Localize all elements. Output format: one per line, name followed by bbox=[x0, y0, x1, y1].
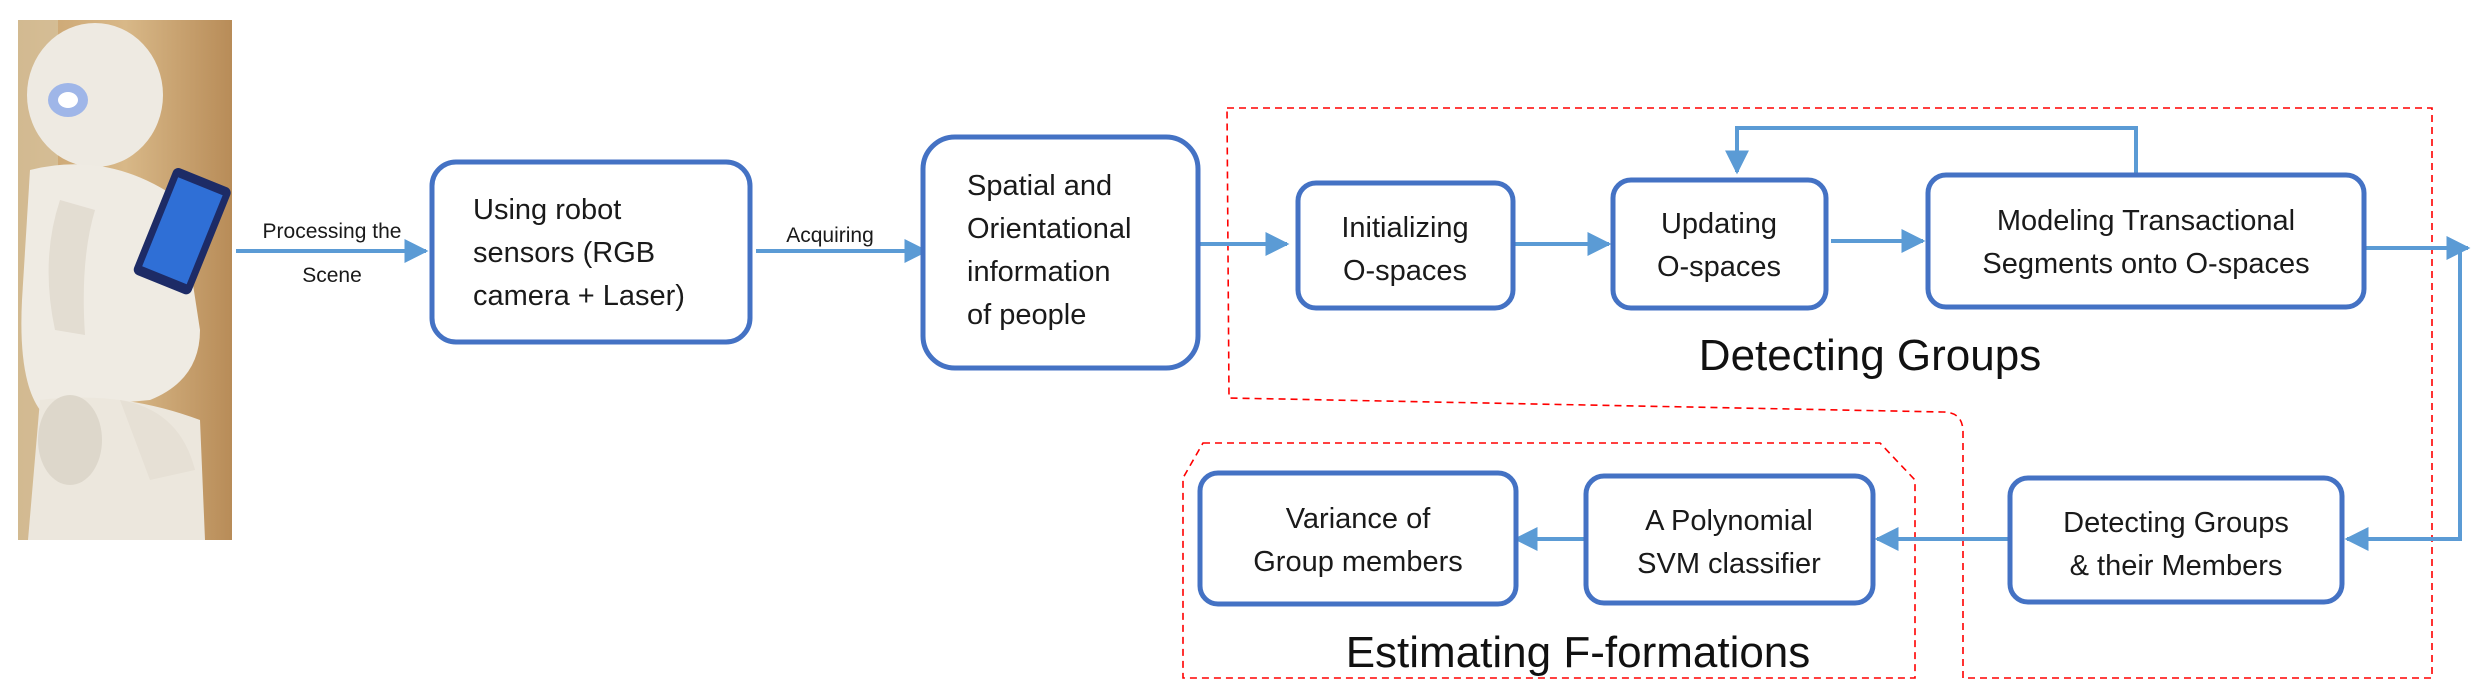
box-init bbox=[1295, 180, 1516, 311]
edge-label-processing-line1: Processing the bbox=[263, 220, 402, 243]
box-detecting-line1: Detecting Groups bbox=[2063, 507, 2289, 539]
box-update bbox=[1610, 177, 1829, 311]
edge-label-processing-line2: Scene bbox=[302, 264, 362, 287]
box-update-line2: O-spaces bbox=[1657, 251, 1781, 283]
box-init-line1: Initializing bbox=[1341, 212, 1468, 244]
group-label-estimating: Estimating F-formations bbox=[1346, 628, 1811, 677]
detecting-groups-boundary bbox=[1226, 107, 2433, 679]
box-spatial-line4: of people bbox=[967, 299, 1086, 331]
box-sensors-line1: Using robot bbox=[473, 194, 621, 226]
box-sensors-line3: camera + Laser) bbox=[473, 280, 685, 312]
box-spatial-line3: information bbox=[967, 256, 1110, 288]
robot-photo-icon bbox=[18, 20, 232, 540]
box-modeling-line2: Segments onto O-spaces bbox=[1982, 248, 2309, 280]
box-modeling-line1: Modeling Transactional bbox=[1997, 205, 2295, 237]
box-svm bbox=[1583, 473, 1876, 606]
edge-label-acquiring: Acquiring bbox=[786, 224, 874, 247]
box-detecting bbox=[2007, 475, 2345, 605]
box-spatial bbox=[920, 134, 1201, 371]
box-variance-line2: Group members bbox=[1253, 546, 1463, 578]
box-variance-line1: Variance of bbox=[1286, 503, 1431, 535]
box-modeling bbox=[1925, 172, 2367, 310]
box-update-line1: Updating bbox=[1661, 208, 1777, 240]
box-spatial-line2: Orientational bbox=[967, 213, 1131, 245]
box-sensors-line2: sensors (RGB bbox=[473, 237, 655, 269]
box-detecting-line2: & their Members bbox=[2070, 550, 2283, 582]
box-spatial-line1: Spatial and bbox=[967, 170, 1112, 202]
group-label-detecting: Detecting Groups bbox=[1699, 331, 2041, 380]
arrows bbox=[236, 126, 2471, 551]
box-sensors bbox=[429, 159, 753, 345]
arrow-right-down-to-detecting bbox=[2344, 248, 2462, 551]
estimating-f-formations-boundary bbox=[1182, 442, 1916, 679]
box-svm-line1: A Polynomial bbox=[1645, 505, 1813, 537]
box-variance bbox=[1197, 470, 1519, 607]
box-init-line2: O-spaces bbox=[1343, 255, 1467, 287]
arrow-feedback-modeling-to-update bbox=[1725, 126, 2138, 175]
box-svm-line2: SVM classifier bbox=[1637, 548, 1821, 580]
